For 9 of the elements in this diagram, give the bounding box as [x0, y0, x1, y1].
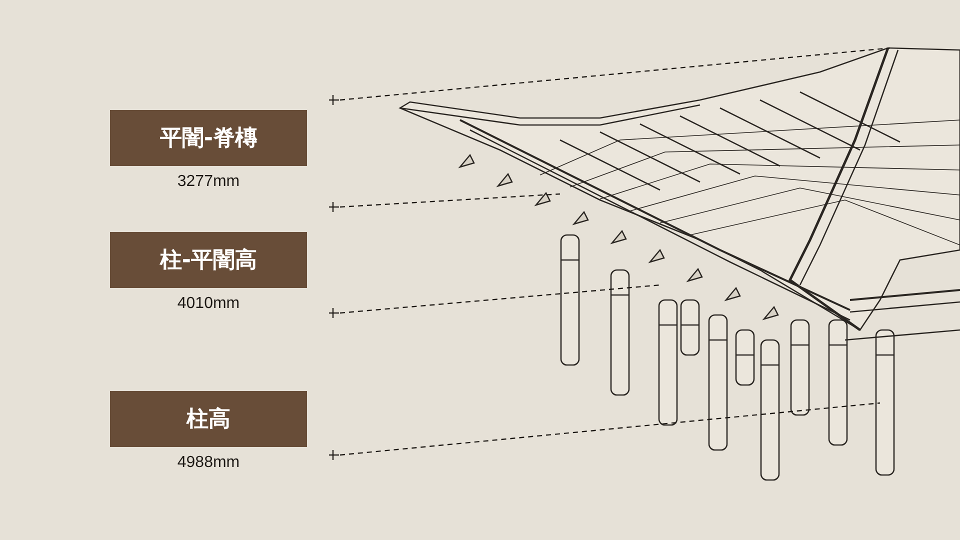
dimension-value: 4988mm — [176, 453, 241, 473]
dimension-value: 4010mm — [176, 294, 241, 314]
part-name: 柱-平闇高 — [160, 246, 258, 274]
part-name: 柱高 — [186, 406, 230, 434]
dimension-value: 3277mm — [176, 172, 241, 192]
label-box — [110, 110, 307, 166]
label-box — [110, 232, 307, 288]
label-box — [110, 391, 307, 447]
part-name: 平闇-脊槫 — [160, 124, 258, 152]
